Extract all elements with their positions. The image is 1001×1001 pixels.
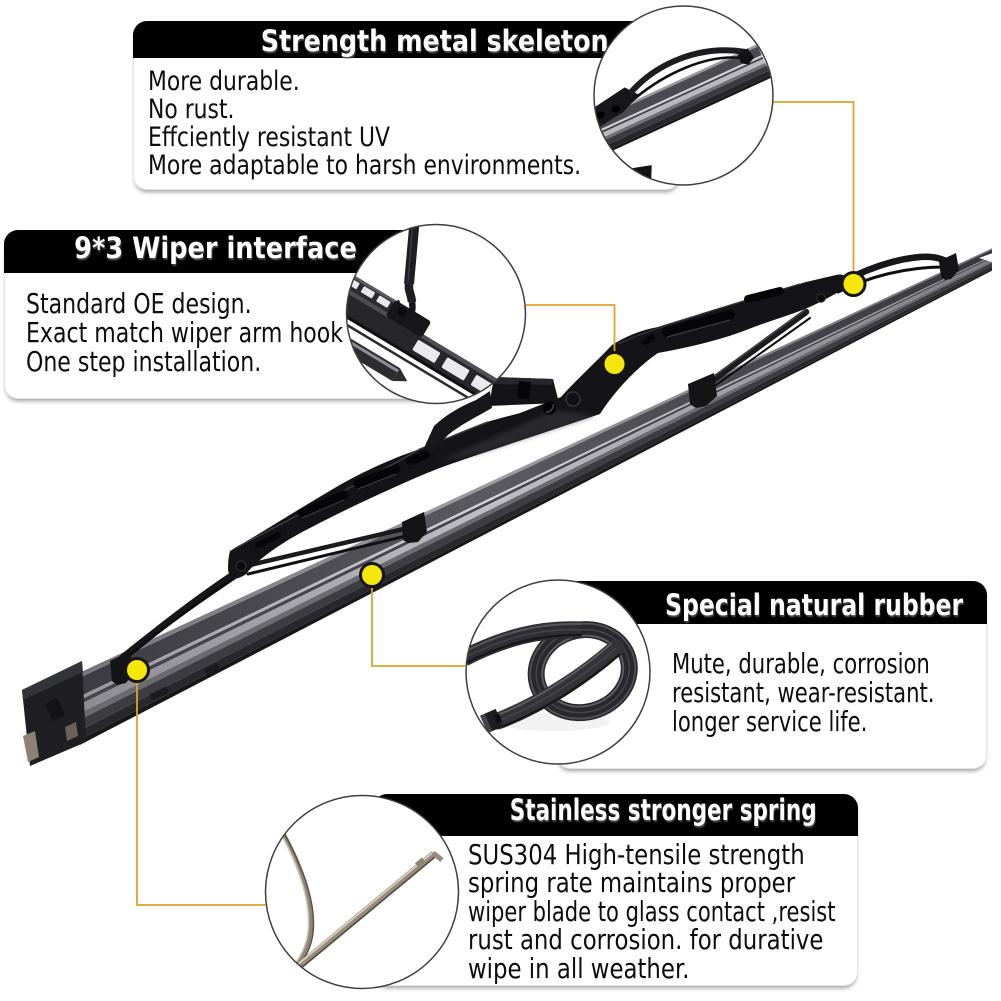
feature-line: wiper blade to glass contact ,resist (468, 895, 836, 928)
bridge-cap (565, 391, 581, 407)
marker-interface (601, 351, 628, 377)
feature-line: More adaptable to harsh environments. (148, 150, 582, 181)
pivot-rivet (235, 560, 247, 572)
callout-wiper-interface-body: Standard OE design. Exact match wiper ar… (26, 289, 429, 376)
callout-natural-rubber-header: Special natural rubber (556, 581, 987, 624)
callout-metal-skeleton-header: Strength metal skeleton (133, 21, 680, 58)
feature-line: resistant, wear-resistant. (672, 676, 935, 709)
connector-skeleton (773, 101, 855, 284)
marker-spring (124, 657, 150, 683)
feature-line: No rust. (148, 94, 235, 125)
rubber-end-block (22, 661, 86, 766)
feature-line: longer service life. (672, 705, 868, 738)
pivot-rivet (816, 293, 826, 303)
feature-line: Exact match wiper arm hook (26, 316, 344, 349)
connector-spring (136, 670, 266, 906)
callout-wiper-interface-header: 9*3 Wiper interface (4, 230, 432, 273)
callout-wiper-interface: 9*3 Wiper interface Standard OE design. … (4, 230, 432, 399)
feature-line: Standard OE design. (26, 287, 252, 320)
callout-stainless-spring: Stainless stronger spring SUS304 High-te… (373, 793, 858, 986)
callout-metal-skeleton-title: Strength metal skeleton (261, 23, 609, 58)
marker-skeleton (840, 271, 867, 297)
connectors (136, 101, 855, 906)
marker-rubber (359, 562, 385, 588)
callout-natural-rubber-title: Special natural rubber (664, 587, 963, 622)
bridge-hole (542, 401, 557, 415)
feature-line: wipe in all weather. (468, 952, 690, 985)
callout-metal-skeleton-body: More durable. No rust. Effciently resist… (148, 68, 683, 180)
callout-metal-skeleton: Strength metal skeleton More durable. No… (133, 21, 680, 190)
feature-line: More durable. (148, 66, 300, 97)
callout-natural-rubber: Special natural rubber Mute, durable, co… (556, 581, 987, 769)
callout-stainless-spring-header: Stainless stronger spring (373, 793, 858, 836)
callout-stainless-spring-title: Stainless stronger spring (510, 793, 817, 828)
feature-line: Mute, durable, corrosion (672, 647, 930, 680)
connector-rubber (371, 575, 466, 667)
feature-line: One step installation. (26, 345, 262, 378)
feature-line: rust and corrosion. for durative (468, 924, 824, 957)
callout-stainless-spring-body: SUS304 High-tensile strength spring rate… (468, 841, 948, 983)
feature-line: Effciently resistant UV (148, 122, 391, 153)
callout-wiper-interface-title: 9*3 Wiper interface (74, 231, 357, 266)
connector-interface (525, 304, 616, 364)
callout-natural-rubber-body: Mute, durable, corrosion resistant, wear… (672, 649, 1001, 736)
feature-line: spring rate maintains proper (468, 867, 796, 900)
feature-line: SUS304 High-tensile strength (468, 839, 805, 871)
